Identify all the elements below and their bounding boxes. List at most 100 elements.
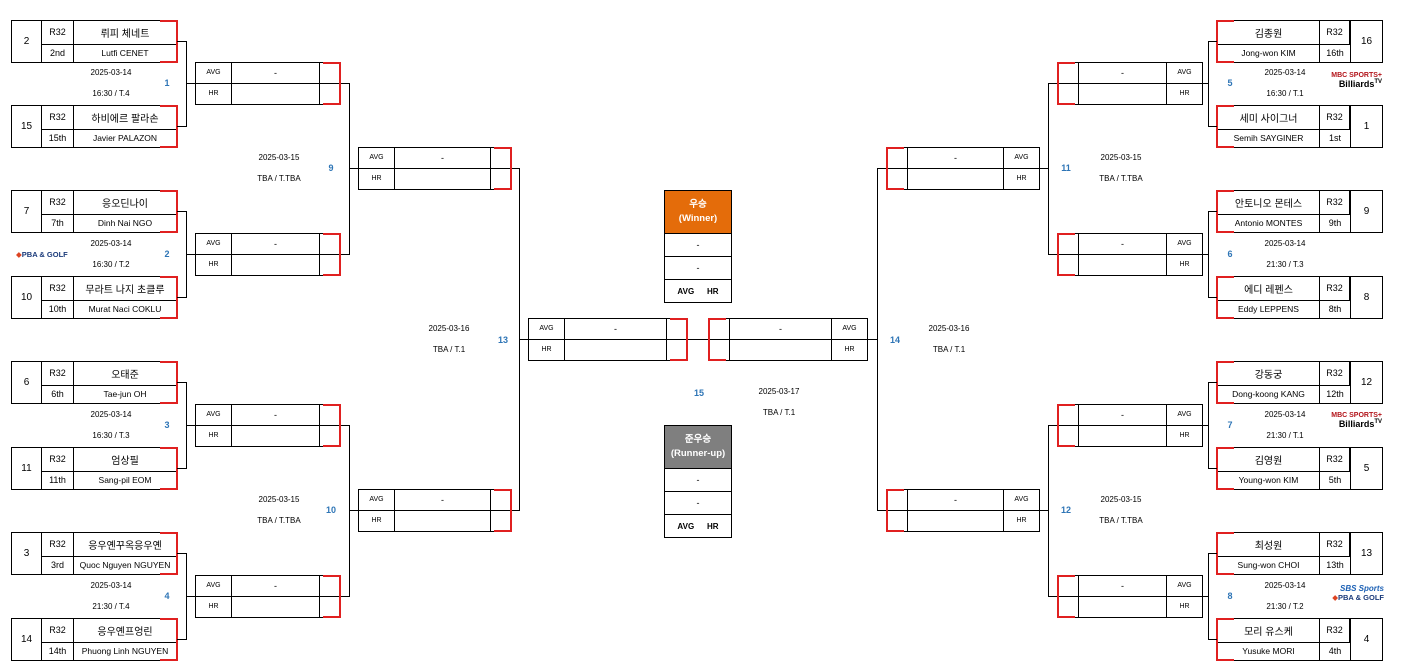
sbs-sports-text: SBS Sports [1339,584,1384,593]
score-end [491,490,511,511]
bracket-line-red [323,616,341,618]
bracket-line-red [160,402,177,404]
bracket-line-red [176,41,178,63]
match-number: 4 [164,591,170,601]
player-name-en: Yusuke MORI [1218,642,1320,660]
avg-label: AVG [1003,490,1039,511]
bracket-line-red [1217,488,1234,490]
score-box: AVG-HR [528,318,688,361]
bracket-line [186,425,195,426]
bracket-line-red [339,404,341,447]
runner-up-box: 준우승 (Runner-up) - - AVG HR [664,425,732,538]
bracket-line-red [1057,62,1059,105]
bracket-line-red [160,618,177,620]
match-time: 21:30 / T.1 [1266,431,1304,440]
bracket-line-red [1216,553,1218,575]
player-name-ko: 에디 레펜스 [1218,277,1320,301]
score-end [1058,405,1078,426]
bracket-line-red [1216,126,1218,148]
bracket-line-red [1217,317,1234,319]
score-end [1058,426,1078,447]
player-name-en: Antonio MONTES [1218,214,1320,232]
score-hr-value [729,339,831,360]
bracket-line-red [160,488,177,490]
rank-label: 9th [1328,218,1342,229]
bracket-line [341,254,350,255]
score-hr-value [232,83,320,104]
score-avg-value: - [395,148,491,169]
bracket-line-red [670,318,688,320]
bracket-line-red [1216,361,1218,382]
bracket-line-red [1057,404,1059,447]
rank-label: 6th [42,385,74,403]
bracket-line-red [708,359,726,361]
score-hr-value [395,510,491,531]
avg-label: AVG [831,319,867,340]
score-end [1058,63,1078,84]
bracket-line [1048,425,1057,426]
match-number: 8 [1227,591,1233,601]
bracket-line-red [339,233,341,276]
round-label: R32 [42,619,74,643]
match-info: 2025-03-14 21:30 / T.1 [1242,404,1328,446]
match-date: 2025-03-14 [90,239,132,248]
avg-label: AVG [196,405,232,426]
seed-number: 13 [1350,533,1382,574]
bracket-line-red [160,146,177,148]
round-label: R32 [42,277,74,301]
player-name-ko: 강동궁 [1218,362,1320,386]
hr-label: HR [196,83,232,104]
bracket-line-red [339,62,341,105]
player-name-en: Javier PALAZON [92,133,158,144]
match-time: 21:30 / T.2 [1266,602,1304,611]
rank-label: 13th [1326,560,1344,571]
avg-label: AVG [1166,234,1202,255]
score-hr-value [232,596,320,617]
bracket-line [1203,596,1209,597]
bracket-line [177,211,186,212]
bracket-line-red [160,276,177,278]
match-date: 2025-03-14 [1264,410,1306,419]
runner-up-stats-row: AVG HR [665,515,731,537]
bracket-line-red [1216,41,1218,63]
player-name-ko: 김영원 [1218,448,1320,472]
seed-number: 7 [12,191,42,232]
bracket-line-red [494,188,512,190]
bracket-line-red [1217,105,1234,107]
bracket-line-red [1057,233,1059,276]
player-name-en: Dinh Nai NGO [97,218,153,229]
bracket-line-red [1217,447,1234,449]
bracket-line-red [323,575,341,577]
player-name-ko: 김종원 [1218,21,1320,45]
round-label: R32 [1320,191,1350,215]
runner-up-title: 준우승 [684,434,712,445]
bracket-line-red [1057,62,1075,64]
bracket-line-red [323,62,341,64]
bracket-line-red [1217,190,1234,192]
avg-label: AVG [1003,148,1039,169]
bracket-line-red [176,618,178,639]
match-date: 2025-03-14 [90,581,132,590]
player-name-en: Phuong Linh NGUYEN [81,646,169,657]
score-hr-value [565,339,667,360]
bracket-line [341,425,350,426]
bracket-line [1048,83,1057,84]
bracket-line-red [176,20,178,41]
score-end [491,148,511,169]
score-box: AVG-HR [195,62,341,105]
seed-number: 14 [12,619,42,660]
match-date: 2025-03-14 [1264,581,1306,590]
bracket-line-red [1057,103,1075,105]
match-date: 2025-03-15 [1100,495,1142,504]
match-time: TBA / T.TBA [257,174,301,183]
match-time: 16:30 / T.1 [1266,89,1304,98]
bracket-line [177,126,186,127]
bracket-line-red [1216,211,1218,233]
billiards-tv-text-2: TV [1374,419,1382,425]
